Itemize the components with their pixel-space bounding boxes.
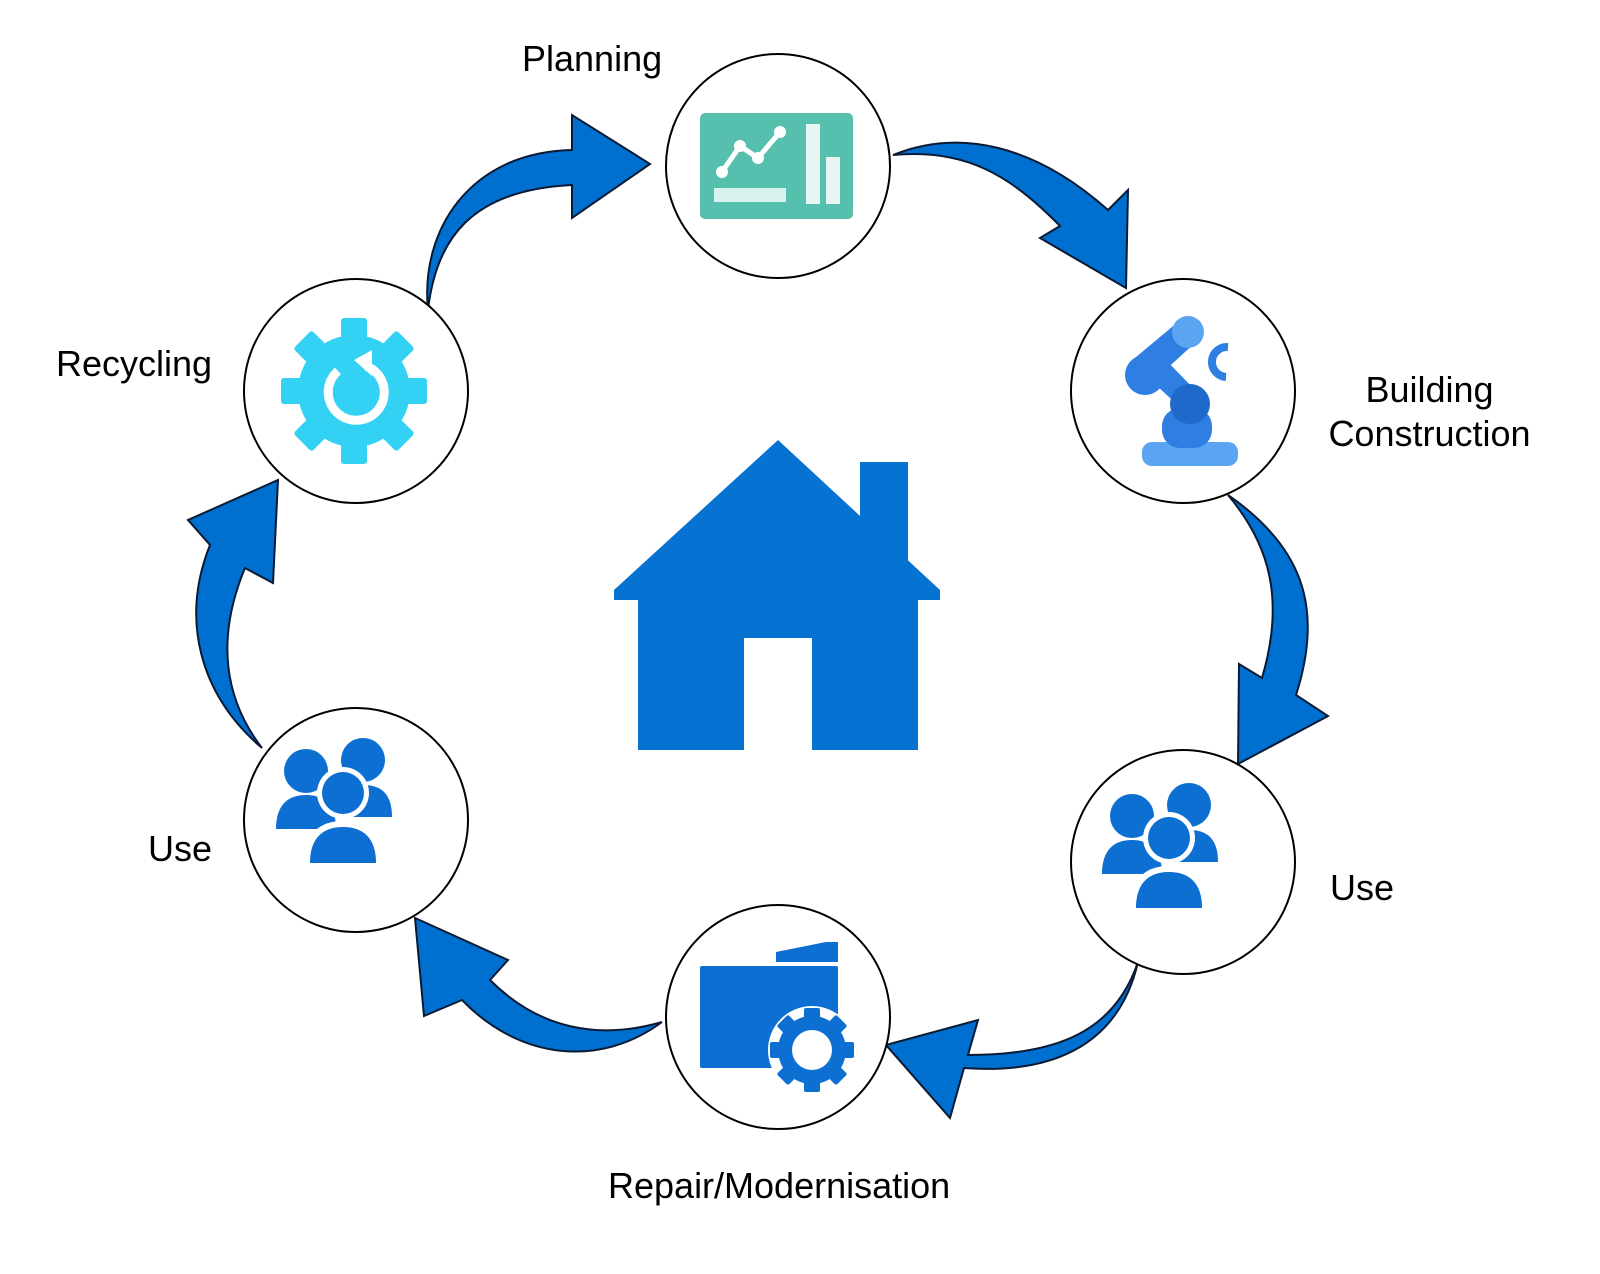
- label-planning: Planning: [522, 38, 663, 79]
- analytics-board-icon: [700, 113, 853, 219]
- arrow-repair-to-use: [413, 916, 663, 1053]
- arrow-recycling-to-planning: [426, 113, 652, 311]
- stage-nodes: [243, 53, 1296, 1130]
- folder-gear-icon: [700, 942, 856, 1094]
- label-building-line1: Building: [1365, 369, 1494, 410]
- label-building-construction: Building Construction: [1322, 368, 1537, 456]
- arrow-use-to-repair: [884, 961, 1139, 1121]
- gear-refresh-icon: [281, 318, 427, 464]
- label-repair-modernisation: Repair/Modernisation: [608, 1165, 951, 1206]
- arrow-use-to-recycling: [186, 478, 280, 749]
- arrow-building-to-use: [1227, 494, 1330, 766]
- label-building-line2: Construction: [1328, 413, 1531, 454]
- arrow-planning-to-building: [892, 141, 1130, 290]
- label-use-left: Use: [148, 828, 213, 869]
- house-icon: [614, 440, 940, 750]
- label-use-right: Use: [1330, 867, 1395, 908]
- label-recycling: Recycling: [56, 343, 213, 384]
- cycle-arrows: [186, 113, 1330, 1121]
- robot-arm-icon: [1125, 316, 1238, 466]
